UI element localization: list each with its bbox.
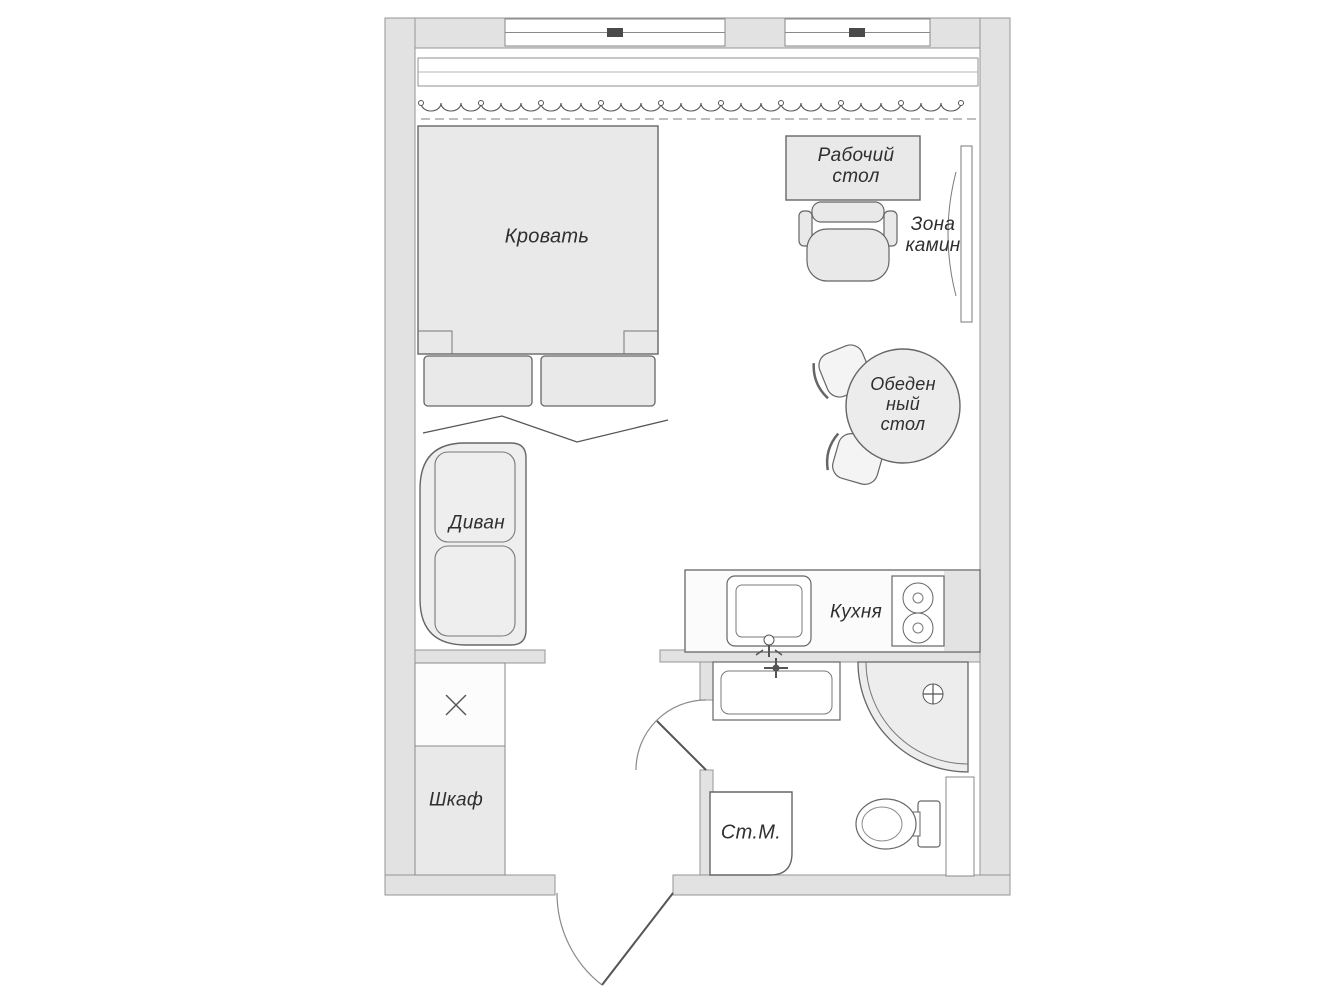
bottom-wall-left — [384, 874, 556, 896]
bottom-wall-right — [672, 874, 1011, 896]
sofa-cushion — [434, 451, 516, 543]
desk-chair — [798, 201, 898, 282]
chair-armrest — [883, 210, 898, 247]
bathroom-door — [635, 699, 707, 771]
dining-table-label-line2: ный — [885, 394, 921, 414]
curtain-scallops — [420, 102, 962, 112]
bathroom-panel — [945, 776, 975, 877]
kitchen-counter-corner — [944, 571, 979, 651]
window-right — [784, 18, 931, 47]
dining-set — [812, 344, 961, 485]
toilet — [855, 798, 941, 850]
dining-table-label-line1: Обеден — [870, 374, 936, 394]
bathroom-sink — [712, 658, 841, 721]
sofa-label: Диван — [449, 512, 505, 534]
burner — [902, 612, 934, 644]
fireplace-panel — [960, 145, 973, 323]
right-wall — [979, 17, 1011, 896]
desk-label-line2: стол — [832, 166, 880, 187]
door-swing-arc — [635, 699, 707, 771]
wardrobe-top-section — [414, 662, 506, 747]
wardrobe-label: Шкаф — [428, 789, 484, 811]
pillow — [540, 355, 656, 407]
sofa-cushion — [434, 545, 516, 637]
cross-mark — [445, 694, 467, 716]
bed — [417, 125, 669, 443]
desk — [785, 135, 921, 201]
chair-armrest — [798, 210, 813, 247]
washing-machine-body — [709, 791, 793, 876]
dining-table-top — [845, 348, 961, 464]
outer-walls — [384, 17, 1011, 896]
sofa — [419, 442, 527, 646]
shower-tray — [857, 661, 969, 773]
window-ledge — [417, 57, 979, 87]
chair-backrest — [825, 432, 840, 471]
desk-label-line1: Рабочий — [817, 145, 895, 166]
fireplace — [947, 145, 973, 323]
shower-tray-inner-edge — [865, 661, 969, 765]
curtain-rings — [418, 100, 964, 106]
fireplace-label: Зона камин — [905, 214, 960, 256]
burner — [902, 582, 934, 614]
bed-mattress — [417, 125, 659, 355]
left-wall — [384, 17, 416, 896]
desk-label: Рабочий стол — [818, 145, 895, 187]
kitchen-label: Кухня — [829, 601, 883, 623]
toilet-bowl-inner — [861, 806, 903, 842]
desk-top — [785, 135, 921, 201]
hall-wall — [414, 649, 546, 664]
door-leaf — [656, 720, 707, 771]
bed-throw-zigzag — [422, 415, 669, 443]
washing-machine-label: Ст.М. — [720, 821, 782, 844]
bed-label: Кровать — [504, 225, 590, 248]
burner-center — [912, 622, 924, 634]
kitchen — [684, 569, 981, 657]
blanket-fold-left — [418, 330, 453, 354]
interior-walls — [414, 649, 981, 876]
washing-machine — [709, 791, 793, 876]
fireplace-label-line2: камин — [905, 235, 961, 256]
toilet-tank — [917, 800, 941, 848]
shower — [857, 661, 969, 773]
sink-faucet — [764, 658, 788, 678]
fireplace-curve — [947, 171, 957, 297]
door-leaf — [601, 892, 674, 986]
toilet-bowl — [855, 798, 917, 850]
entrance-door — [556, 892, 674, 986]
burner-center — [912, 592, 924, 604]
wardrobe-main-section — [414, 745, 506, 876]
chair-backrest — [811, 201, 885, 223]
wardrobe — [414, 662, 506, 876]
bathroom-side-wall-upper — [699, 661, 714, 701]
chair-seat — [806, 228, 890, 282]
chair-backrest — [812, 363, 829, 400]
window-mullion — [607, 28, 623, 37]
door-swing-arc — [556, 892, 603, 986]
fireplace-label-line1: Зона — [910, 214, 956, 235]
shower-drain — [922, 683, 944, 705]
dining-table-label-line3: стол — [880, 414, 926, 434]
kitchen-faucet — [755, 634, 783, 657]
window-left — [504, 18, 726, 47]
pillow — [423, 355, 533, 407]
blanket-fold-right — [623, 330, 658, 354]
dining-table-label: Обеден ный стол — [870, 374, 936, 434]
curtain — [418, 100, 978, 120]
sink-counter — [712, 661, 841, 721]
window-mullion — [849, 28, 865, 37]
